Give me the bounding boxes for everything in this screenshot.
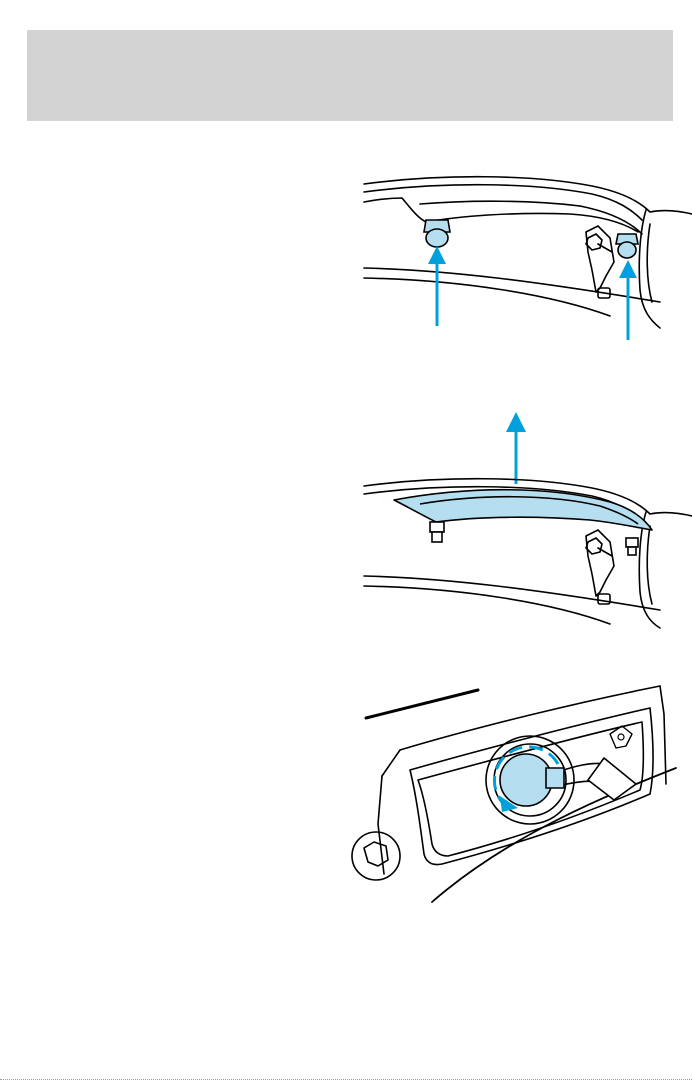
lamp-nuts-illustration	[360, 170, 692, 345]
bulb-socket-icon	[500, 754, 564, 806]
arrow-up-icon	[506, 412, 526, 484]
header-band	[27, 30, 673, 121]
footer-rule	[0, 1079, 692, 1080]
bulb-socket-illustration	[360, 684, 692, 906]
lamp-assembly-illustration	[360, 408, 692, 630]
nut-icon	[424, 220, 638, 258]
